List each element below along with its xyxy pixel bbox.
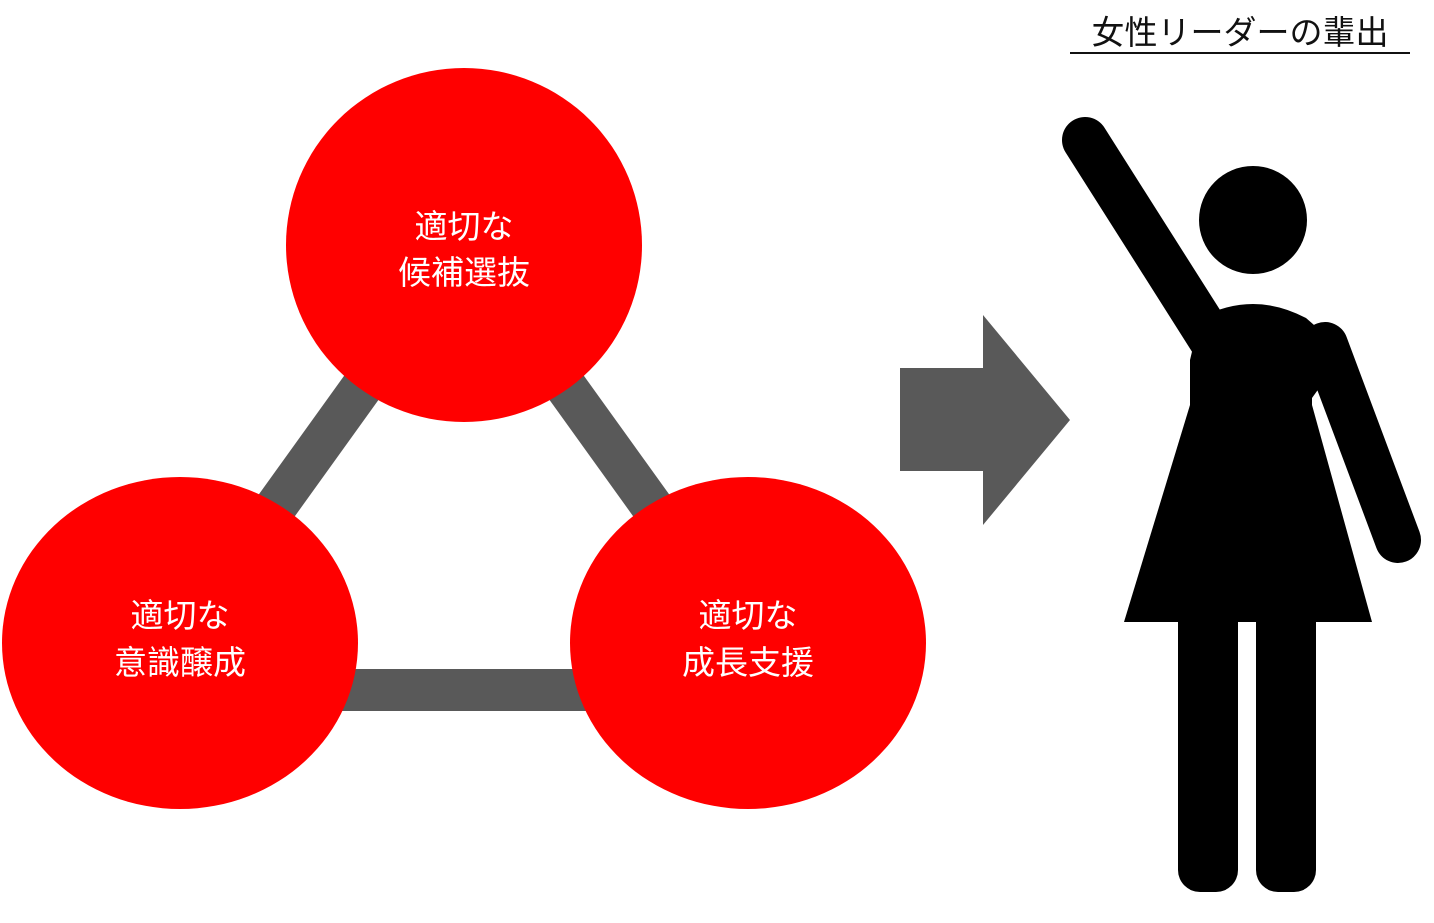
circle-top-label-line1: 適切な: [415, 207, 514, 246]
circle-right-label-line1: 適切な: [699, 596, 798, 635]
circle-left-label-line1: 適切な: [131, 596, 230, 635]
right-arrow-icon: [900, 315, 1070, 525]
figure-lowered-arm: [1302, 322, 1421, 563]
circle-right-group: 適切な 成長支援: [570, 477, 926, 809]
result-title: 女性リーダーの輩出: [1092, 13, 1389, 52]
circle-right-label-line2: 成長支援: [682, 643, 814, 682]
circle-left-group: 適切な 意識醸成: [2, 477, 358, 809]
figure-left-leg: [1178, 600, 1238, 892]
circle-left-label-line2: 意識醸成: [114, 643, 246, 682]
figure-dress: [1124, 405, 1372, 622]
figure-raised-arm: [1062, 117, 1238, 368]
woman-raising-hand-icon: [1062, 117, 1421, 892]
circle-top: [286, 68, 642, 422]
circle-top-label-line2: 候補選抜: [398, 253, 530, 292]
circle-top-group: 適切な 候補選抜: [286, 68, 642, 422]
figure-torso: [1190, 304, 1345, 430]
circle-right: [570, 477, 926, 809]
figure-head: [1199, 166, 1307, 274]
circle-left: [2, 477, 358, 809]
figure-right-leg: [1256, 600, 1316, 892]
